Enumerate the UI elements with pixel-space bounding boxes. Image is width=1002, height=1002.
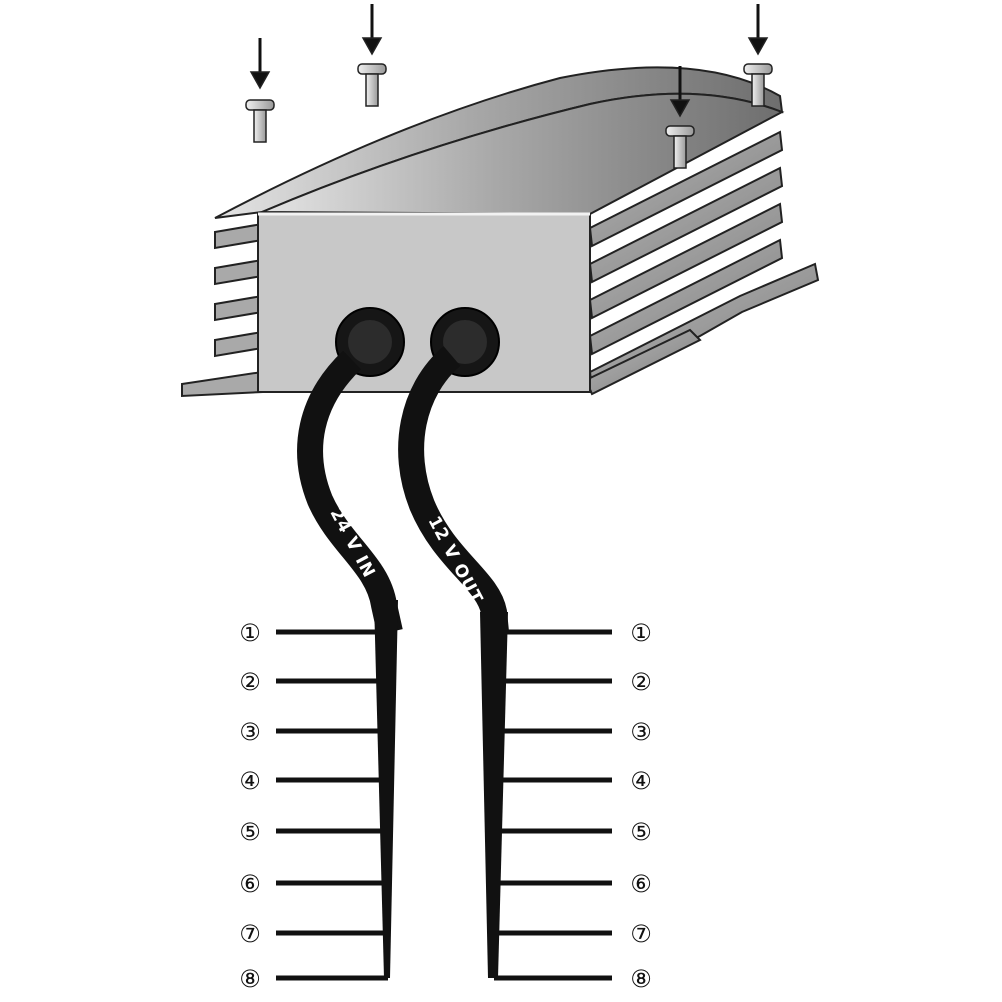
screw-icon xyxy=(665,66,695,169)
output-pin-7: ⑦ xyxy=(494,920,652,948)
cable-output: 12 V OUT xyxy=(398,346,509,978)
output-pin-3: ③ xyxy=(494,718,652,746)
screw-icon xyxy=(357,4,387,107)
converter-housing xyxy=(181,66,820,398)
screw-icon xyxy=(743,4,773,107)
input-pin-4: ④ xyxy=(239,767,388,795)
pin-number-label: ② xyxy=(239,668,261,696)
heatsink-fins-left xyxy=(181,222,263,398)
pin-number-label: ② xyxy=(630,668,652,696)
input-pin-1: ① xyxy=(239,619,388,647)
housing-front-face xyxy=(257,213,591,393)
screw-icon xyxy=(245,38,275,143)
input-pin-7: ⑦ xyxy=(239,920,388,948)
output-wire-leads: ① ② ③ ④ ⑤ ⑥ ⑦ ⑧ xyxy=(494,619,652,993)
pin-number-label: ⑦ xyxy=(630,920,652,948)
heatsink-fins-right xyxy=(584,130,820,396)
pin-number-label: ⑤ xyxy=(630,818,652,846)
output-pin-1: ① xyxy=(494,619,652,647)
input-pin-5: ⑤ xyxy=(239,818,388,846)
pin-number-label: ⑧ xyxy=(630,965,652,993)
output-pin-4: ④ xyxy=(494,767,652,795)
input-pin-2: ② xyxy=(239,668,388,696)
pin-number-label: ⑤ xyxy=(239,818,261,846)
pin-number-label: ④ xyxy=(239,767,261,795)
cable-gland-input xyxy=(335,307,405,377)
pin-number-label: ① xyxy=(630,619,652,647)
cable-output-label: 12 V OUT xyxy=(424,513,487,608)
pin-number-label: ① xyxy=(239,619,261,647)
pin-number-label: ⑦ xyxy=(239,920,261,948)
pin-number-label: ③ xyxy=(630,718,652,746)
input-wire-leads: ① ② ③ ④ ⑤ ⑥ ⑦ ⑧ xyxy=(239,619,388,993)
pin-number-label: ③ xyxy=(239,718,261,746)
pin-number-label: ⑥ xyxy=(630,870,652,898)
output-pin-6: ⑥ xyxy=(494,870,652,898)
output-pin-5: ⑤ xyxy=(494,818,652,846)
output-pin-8: ⑧ xyxy=(494,965,652,993)
pin-number-label: ⑥ xyxy=(239,870,261,898)
input-pin-3: ③ xyxy=(239,718,388,746)
input-pin-6: ⑥ xyxy=(239,870,388,898)
pin-number-label: ⑧ xyxy=(239,965,261,993)
pin-number-label: ④ xyxy=(630,767,652,795)
input-pin-8: ⑧ xyxy=(239,965,388,993)
output-pin-2: ② xyxy=(494,668,652,696)
mounting-hardware xyxy=(245,4,773,169)
